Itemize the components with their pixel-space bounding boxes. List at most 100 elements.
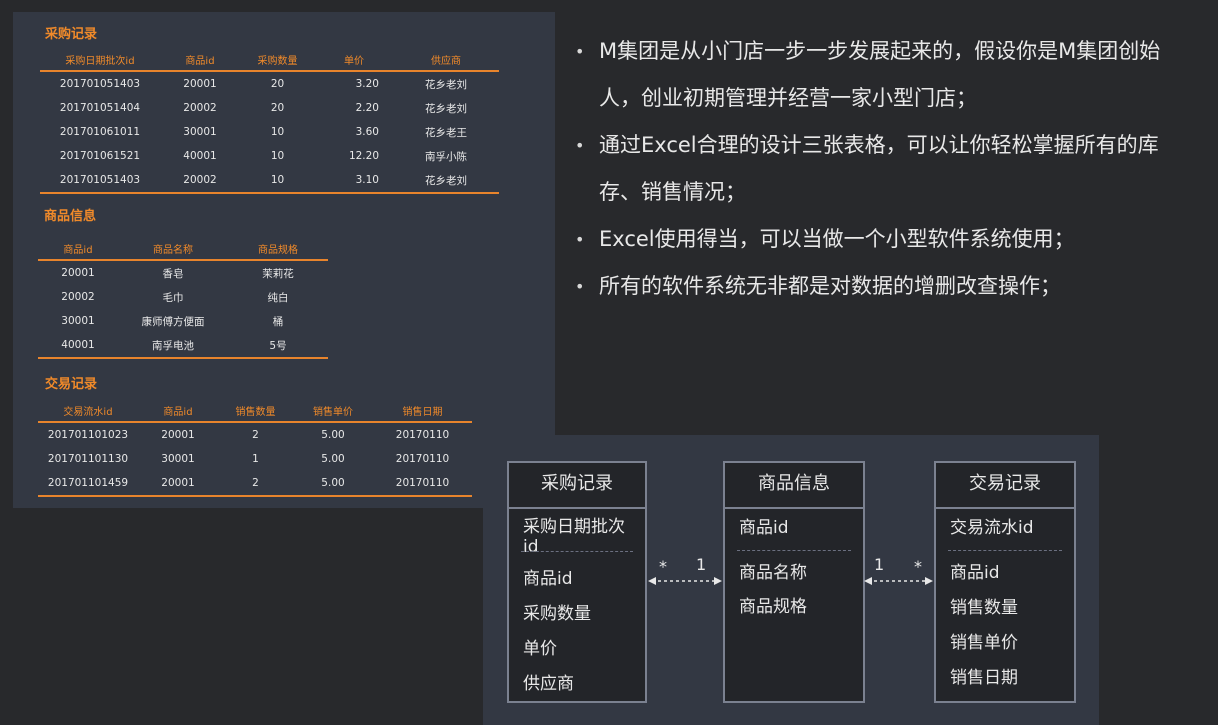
table-cell: 1: [252, 453, 259, 465]
table-cell: 5.00: [321, 453, 345, 465]
bullet-dot-icon: •: [575, 42, 585, 61]
table-cell: 香皂: [162, 267, 184, 280]
table-cell: 花乡老刘: [425, 102, 467, 115]
table-row: 201701051403 20002 10 3.10 花乡老刘: [40, 168, 499, 194]
purchase-table-title: 采购记录: [45, 27, 98, 42]
trade-table: 交易流水id 商品id 销售数量 销售单价 销售日期 201701101023 …: [38, 402, 472, 497]
table-cell: 201701061521: [59, 150, 141, 162]
entity-field: 销售单价: [950, 633, 1018, 653]
trade-table-title: 交易记录: [45, 377, 98, 392]
trade-header: 交易流水id: [38, 402, 138, 423]
purchase-header: 供应商: [393, 51, 499, 72]
entity-field: 销售日期: [950, 668, 1018, 688]
entity-title: 商品信息: [725, 463, 863, 509]
table-cell: 20: [270, 102, 285, 114]
bullet-text: M集团是从小门店一步一步发展起来的，假设你是M集团创始人，创业初期管理并经营一家…: [599, 39, 1161, 110]
table-cell: 201701101130: [47, 453, 129, 465]
entity-product: 商品信息 商品id 商品名称 商品规格: [723, 461, 865, 703]
table-cell: 10: [270, 150, 285, 162]
table-cell: 20002: [61, 291, 95, 303]
entity-title: 交易记录: [936, 463, 1074, 509]
bullet-item: • Excel使用得当，可以当做一个小型软件系统使用；: [575, 216, 1200, 263]
entity-divider: [948, 550, 1062, 551]
table-cell: 20002: [183, 102, 217, 114]
table-row: 20002 毛巾 纯白: [38, 285, 328, 309]
table-cell: 40001: [38, 333, 118, 359]
purchase-header: 单价: [315, 51, 393, 72]
table-cell: 南孚小陈: [425, 150, 467, 163]
entity-divider: [737, 550, 851, 551]
bullet-text: Excel使用得当，可以当做一个小型软件系统使用；: [599, 227, 1075, 251]
table-cell: 20002: [160, 168, 240, 194]
table-cell: 花乡老刘: [393, 168, 499, 194]
product-header: 商品id: [38, 240, 118, 261]
purchase-table: 采购日期批次id 商品id 采购数量 单价 供应商 201701051403 2…: [40, 51, 499, 194]
trade-header: 销售日期: [373, 402, 472, 423]
table-row: 40001 南孚电池 5号: [38, 333, 328, 359]
table-cell: 10: [270, 126, 285, 138]
purchase-header: 采购日期批次id: [40, 51, 160, 72]
table-cell: 桶: [272, 315, 284, 328]
table-row: 201701061011 30001 10 3.60 花乡老王: [40, 120, 499, 144]
table-cell: 3.60: [355, 126, 379, 138]
entity-trade: 交易记录 交易流水id 商品id 销售数量 销售单价 销售日期: [934, 461, 1076, 703]
trade-header: 商品id: [138, 402, 218, 423]
entity-field: 商品id: [950, 563, 1000, 583]
table-cell: 20: [270, 78, 285, 90]
bullet-text: 通过Excel合理的设计三张表格，可以让你轻松掌握所有的库存、销售情况；: [599, 133, 1159, 204]
bullet-text: 所有的软件系统无非都是对数据的增删改查操作；: [599, 274, 1061, 298]
table-row: 201701051403 20001 20 3.20 花乡老刘: [40, 71, 499, 96]
entity-field: 单价: [523, 639, 557, 659]
bullet-dot-icon: •: [575, 230, 585, 249]
multiplicity-label: *: [914, 557, 922, 576]
table-cell: 20001: [161, 429, 195, 441]
trade-header: 销售单价: [293, 402, 373, 423]
table-cell: 毛巾: [162, 291, 184, 304]
relationship-line-left: [648, 577, 722, 585]
table-cell: 201701051404: [59, 102, 141, 114]
entity-key-field: 交易流水id: [950, 518, 1034, 538]
table-cell: 花乡老刘: [425, 78, 467, 91]
product-table: 商品id 商品名称 商品规格 20001 香皂 茉莉花 20002 毛巾 纯白 …: [38, 240, 328, 359]
table-cell: 2: [218, 471, 293, 497]
purchase-header: 商品id: [160, 51, 240, 72]
table-cell: 30001: [161, 453, 195, 465]
table-cell: 20001: [138, 471, 218, 497]
entity-purchase: 采购记录 采购日期批次id 商品id 采购数量 单价 供应商: [507, 461, 647, 703]
entity-key-field: 采购日期批次id: [523, 517, 625, 557]
multiplicity-label: 1: [696, 555, 707, 574]
entity-title: 采购记录: [509, 463, 645, 509]
table-cell: 2.20: [355, 102, 379, 114]
table-cell: 201701061011: [59, 126, 141, 138]
table-cell: 20170110: [373, 471, 472, 497]
multiplicity-label: 1: [874, 555, 885, 574]
entity-field: 供应商: [523, 674, 574, 694]
table-cell: 3.10: [315, 168, 393, 194]
table-cell: 茉莉花: [262, 267, 294, 280]
bullet-dot-icon: •: [575, 277, 585, 296]
multiplicity-label: *: [659, 557, 667, 576]
entity-field: 销售数量: [950, 598, 1018, 618]
table-cell: 20001: [183, 78, 217, 90]
table-cell: 12.20: [348, 150, 379, 162]
bullet-item: • 所有的软件系统无非都是对数据的增删改查操作；: [575, 263, 1200, 310]
table-row: 201701101023 20001 2 5.00 20170110: [38, 422, 472, 447]
table-cell: 201701101459: [38, 471, 138, 497]
product-header: 商品名称: [118, 240, 228, 261]
bullet-dot-icon: •: [575, 136, 585, 155]
trade-header: 销售数量: [218, 402, 293, 423]
bullet-list: • M集团是从小门店一步一步发展起来的，假设你是M集团创始人，创业初期管理并经营一…: [575, 28, 1200, 310]
table-cell: 纯白: [267, 291, 289, 304]
entity-field: 采购数量: [523, 604, 591, 624]
product-table-title: 商品信息: [44, 209, 97, 224]
table-cell: 3.20: [355, 78, 379, 90]
table-cell: 康师傅方便面: [141, 315, 205, 328]
product-header: 商品规格: [228, 240, 328, 261]
table-row: 201701061521 40001 10 12.20 南孚小陈: [40, 144, 499, 168]
table-cell: 201701051403: [40, 168, 160, 194]
purchase-header: 采购数量: [240, 51, 315, 72]
table-cell: 5.00: [321, 429, 345, 441]
table-cell: 20170110: [395, 429, 450, 441]
table-cell: 201701101023: [47, 429, 129, 441]
